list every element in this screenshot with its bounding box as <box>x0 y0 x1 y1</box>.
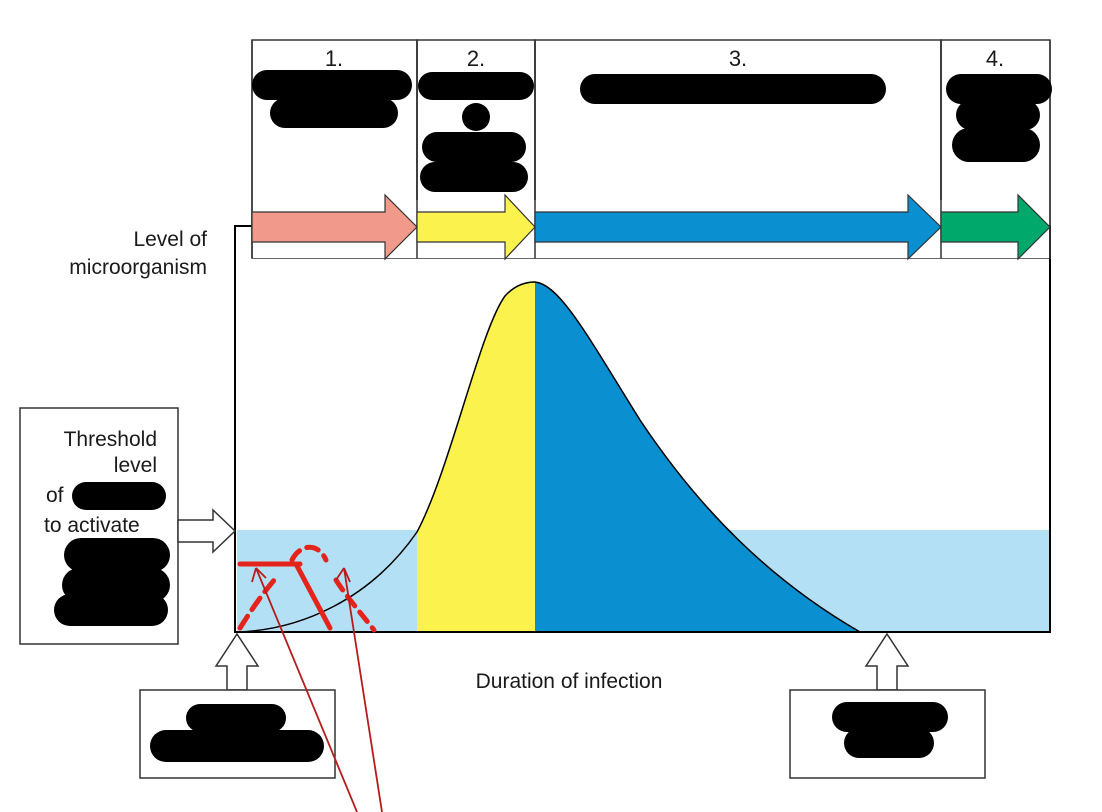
threshold-pointer-arrow <box>177 508 237 554</box>
start-pointer-arrow <box>214 632 260 691</box>
x-axis-label: Duration of infection <box>476 670 663 693</box>
threshold-text-line1: Threshold <box>64 428 157 451</box>
redactions-phase-1 <box>252 70 412 128</box>
red-pointer-lines <box>251 567 383 812</box>
curve-phase-2-fill <box>417 282 535 632</box>
phase-number-1: 1. <box>325 46 343 71</box>
phase-arrow-4 <box>940 193 1051 261</box>
phase-arrow-2 <box>416 193 536 261</box>
redactions-phase-3 <box>580 74 886 104</box>
redactions-end-box <box>832 702 948 758</box>
phase-arrow-1 <box>251 193 418 261</box>
threshold-text-line2: level <box>114 454 157 477</box>
phase-number-4: 4. <box>986 46 1004 71</box>
redactions-phase-4 <box>946 74 1052 162</box>
threshold-text-line4: to activate <box>44 514 140 537</box>
y-axis-label-line2: microorganism <box>69 256 207 279</box>
end-pointer-arrow <box>864 632 910 691</box>
threshold-text-line3: of <box>46 484 64 507</box>
redactions-threshold-box <box>54 482 170 626</box>
curve-outline <box>236 281 861 633</box>
redactions-start-box <box>150 704 324 762</box>
phase-arrow-3 <box>534 193 942 261</box>
phase-number-2: 2. <box>467 46 485 71</box>
redactions-phase-2 <box>418 72 534 192</box>
phase-number-3: 3. <box>729 46 747 71</box>
y-axis-label-line1: Level of <box>133 228 207 251</box>
red-annotation <box>237 544 377 633</box>
